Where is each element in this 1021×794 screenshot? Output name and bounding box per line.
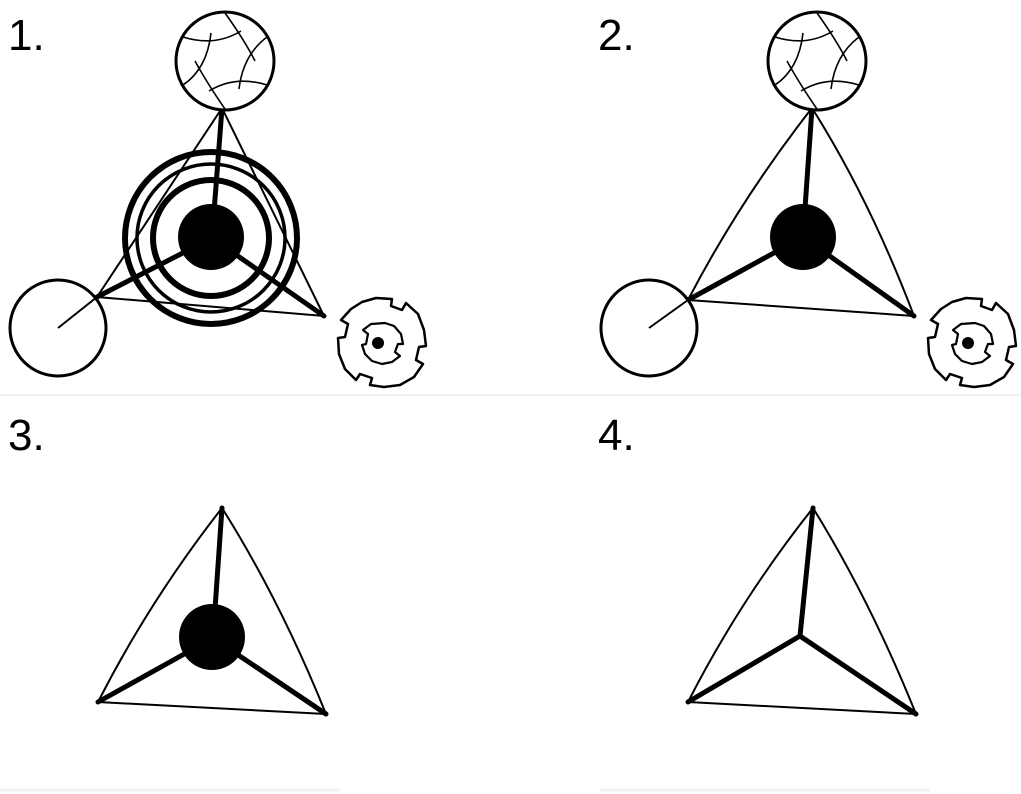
- center-node: [770, 204, 836, 270]
- swirl-node: [768, 12, 866, 110]
- center-node: [179, 604, 245, 670]
- spokes: [688, 508, 916, 714]
- panel-1-diagram: [10, 12, 426, 387]
- notched-node: [338, 298, 426, 387]
- panel-4-diagram: [688, 508, 916, 714]
- plain-circle-node: [601, 280, 697, 376]
- plain-circle-node: [10, 280, 106, 376]
- notched-node: [928, 298, 1016, 387]
- panel-3-diagram: [98, 508, 326, 714]
- panel-2-diagram: [601, 12, 1016, 387]
- center-node: [178, 204, 244, 270]
- swirl-node: [176, 12, 274, 110]
